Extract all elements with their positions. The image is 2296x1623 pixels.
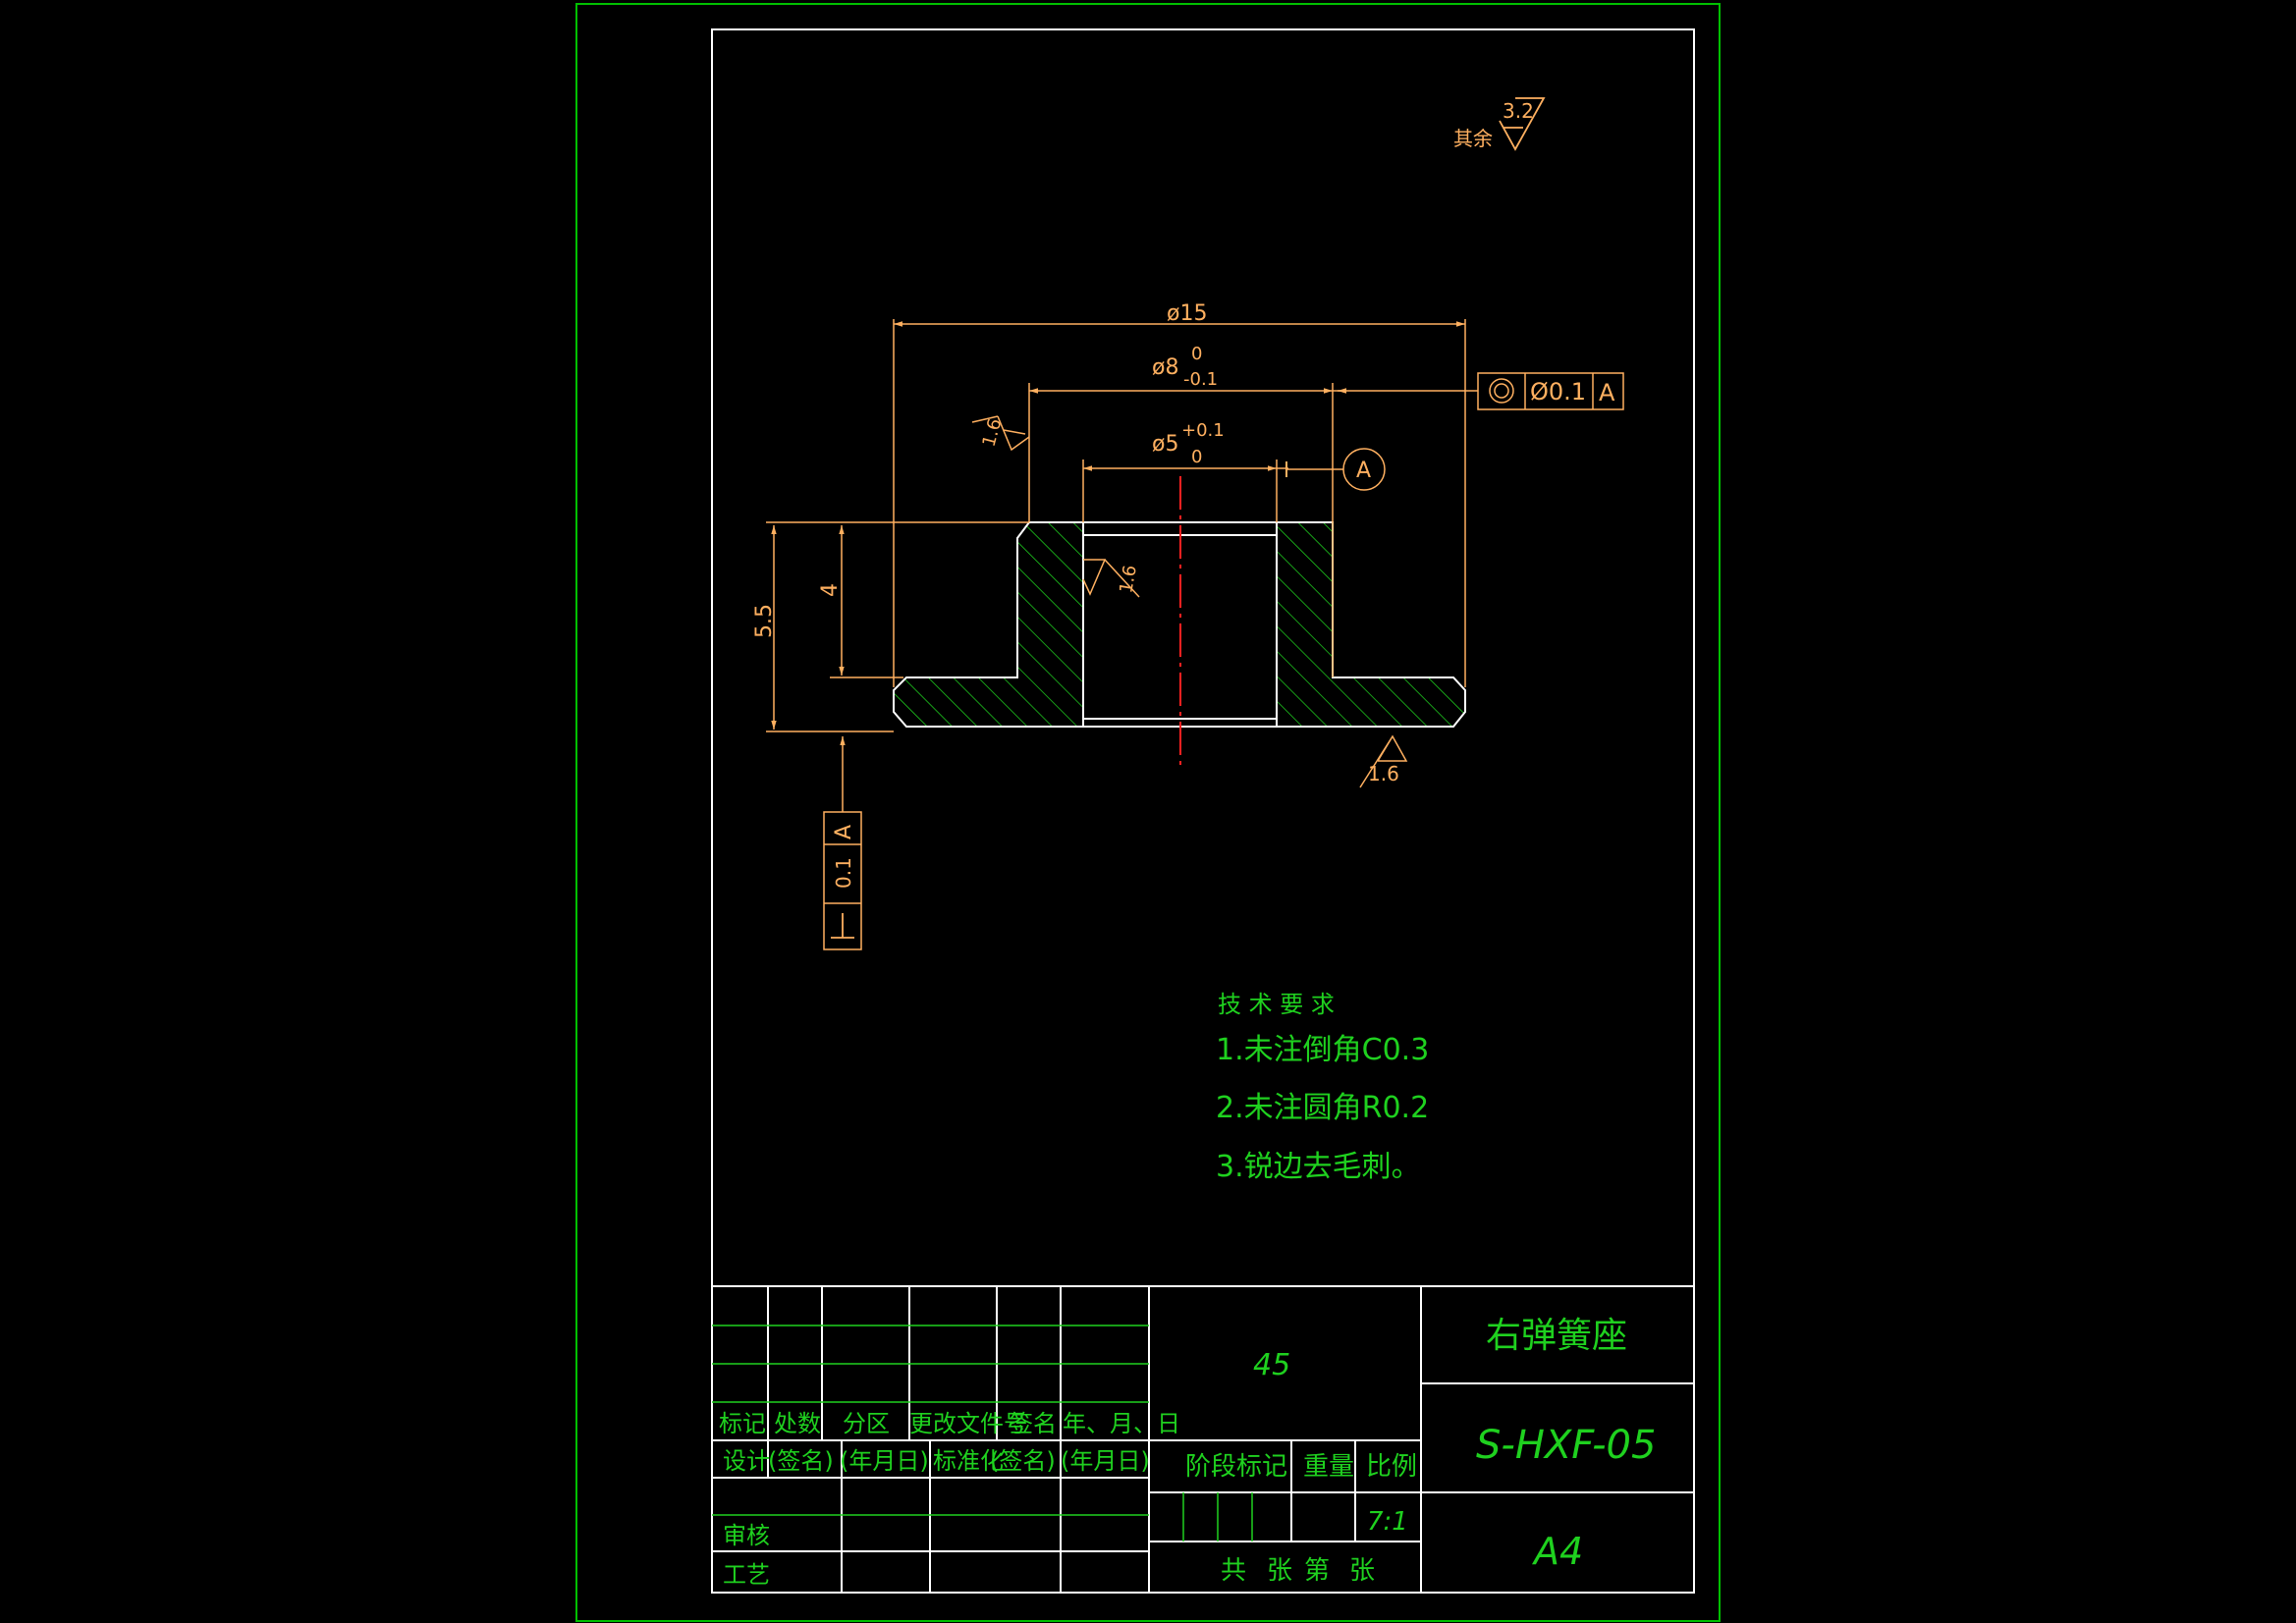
dim-boss-height: 4 (818, 583, 843, 597)
svg-text:1.6: 1.6 (1116, 564, 1141, 595)
sheet-index-unit: 张 (1349, 1556, 1375, 1586)
tech-req-title: 技 术 要 求 (1218, 991, 1335, 1018)
tolerance-frame-perpendicularity: A 0.1 (823, 736, 862, 950)
review-label: 审核 (723, 1522, 770, 1549)
sign-header-sign-1: (签名) (768, 1447, 834, 1475)
datum-label: A (1356, 459, 1371, 483)
roughness-mark-bottom: 1.6 (1359, 734, 1408, 788)
sign-header-design: 设计 (723, 1447, 770, 1475)
sheet-total-label: 共 (1221, 1556, 1246, 1586)
tech-req-item-2: 2.未注圆角R0.2 (1216, 1091, 1429, 1125)
part-section (893, 476, 1466, 771)
perpendicularity-icon (831, 913, 854, 939)
drawing-number: S-HXF-05 (1476, 1423, 1656, 1468)
rev-header-mark: 标记 (719, 1410, 766, 1437)
stage-label: 阶段标记 (1185, 1452, 1287, 1482)
perpendicularity-value: 0.1 (832, 857, 855, 889)
drawing-frame (711, 28, 1695, 1594)
dim-bore-tol-lower: 0 (1191, 447, 1202, 467)
roughness-symbol-icon (1499, 97, 1546, 151)
dim-total-height: 5.5 (752, 604, 777, 638)
roughness-prefix: 其余 (1453, 127, 1493, 150)
roughness-mark-bore: 1.6 (1082, 559, 1141, 598)
svg-text:1.6: 1.6 (979, 416, 1007, 449)
sign-header-date-2: (年月日) (1061, 1447, 1150, 1475)
rev-header-count: 处数 (774, 1410, 821, 1437)
sheet-size: A4 (1531, 1530, 1583, 1573)
scale-value: 7:1 (1367, 1507, 1408, 1537)
surface-roughness-note: 其余 3.2 (1453, 97, 1546, 151)
process-label: 工艺 (723, 1561, 770, 1589)
outer-border (575, 3, 1721, 1622)
section-right-hatch (1276, 521, 1466, 728)
material-value: 45 (1253, 1348, 1290, 1382)
dim-bore-tol-upper: +0.1 (1181, 420, 1225, 441)
part-name: 右弹簧座 (1486, 1316, 1627, 1356)
dim-outer-diameter: ø15 (1167, 301, 1207, 326)
weight-label: 重量 (1303, 1452, 1354, 1482)
roughness-mark-left: 1.6 (971, 415, 1030, 452)
sheet-total-unit: 张 (1267, 1556, 1292, 1586)
technical-requirements: 技 术 要 求 1.未注倒角C0.3 2.未注圆角R0.2 3.锐边去毛刺。 (1216, 991, 1429, 1184)
rev-header-date: 年、月、日 (1063, 1410, 1180, 1437)
roughness-value: 3.2 (1503, 99, 1534, 123)
concentricity-value: Ø0.1 (1530, 378, 1586, 406)
dim-mid-tol-upper: 0 (1191, 344, 1202, 364)
rev-header-zone: 分区 (843, 1410, 890, 1437)
section-left-hatch (893, 521, 1084, 728)
datum-circle (1342, 448, 1386, 491)
scale-label: 比例 (1366, 1452, 1417, 1482)
sign-header-standard: 标准化 (933, 1447, 1004, 1475)
sheet-index-label: 第 (1304, 1556, 1330, 1586)
svg-text:1.6: 1.6 (1368, 762, 1399, 785)
rev-header-change-doc: 更改文件号 (909, 1410, 1027, 1437)
concentricity-datum: A (1599, 379, 1615, 406)
title-block: 45 右弹簧座 S-HXF-05 A4 7:1 标记 处数 分区 更改文件号 签… (712, 1285, 1694, 1593)
tech-req-item-3: 3.锐边去毛刺。 (1216, 1150, 1421, 1184)
perpendicularity-datum: A (832, 825, 856, 839)
dim-mid-tol-lower: -0.1 (1183, 369, 1218, 390)
dim-mid-diameter: ø8 (1152, 355, 1178, 380)
sign-header-sign-2: (签名) (990, 1447, 1056, 1475)
rev-header-sign: 签名 (1010, 1410, 1057, 1437)
datum-a: A (1285, 448, 1386, 491)
sign-header-date-1: (年月日) (840, 1447, 929, 1475)
tolerance-frame-concentricity: Ø0.1 A (1338, 372, 1624, 410)
dimensions (766, 319, 1466, 732)
dim-bore-diameter: ø5 (1152, 432, 1178, 457)
concentricity-icon (1489, 378, 1514, 404)
tech-req-item-1: 1.未注倒角C0.3 (1216, 1033, 1429, 1067)
